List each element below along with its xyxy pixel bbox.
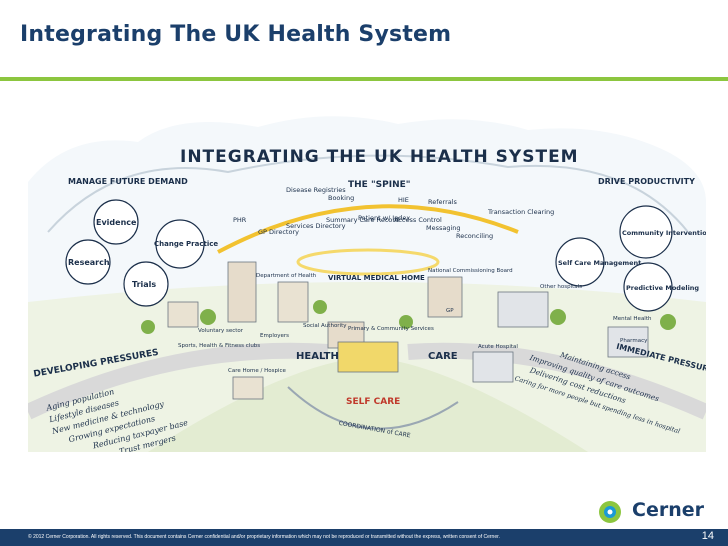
spine-item: Summary Care Record (326, 216, 399, 224)
self-care-label: SELF CARE (346, 397, 400, 407)
cerner-logo-text: Cerner (632, 499, 704, 521)
spine-item: GP Directory (258, 228, 299, 236)
spine-item: Referrals (428, 198, 458, 206)
place-label: GP (446, 308, 454, 314)
place-label: Pharmacy (620, 338, 648, 344)
bubble-research: Research (68, 258, 110, 267)
place-label: National Commissioning Board (428, 268, 513, 274)
place-label: Voluntary sector (198, 328, 244, 334)
spine-item: HIE (398, 196, 409, 204)
place-label: Other hospitals (540, 284, 582, 290)
place-label: Social Authority (303, 323, 347, 329)
bubble-trials: Trials (132, 280, 156, 289)
road-label-care: CARE (428, 351, 458, 362)
title-underline (0, 77, 728, 81)
spine-item: Reconciling (456, 232, 493, 240)
drive-productivity-title: DRIVE PRODUCTIVITY (598, 177, 695, 186)
spine-item: Disease Registries (286, 186, 346, 194)
cerner-logo: Cerner (596, 499, 706, 525)
place-label: Mental Health (613, 316, 652, 322)
spine-label: THE "SPINE" (348, 180, 410, 190)
bubble-predictive-modeling: Predictive Modeling (626, 284, 699, 292)
page-number: 14 (701, 530, 714, 542)
illustration-heading: INTEGRATING THE UK HEALTH SYSTEM (180, 147, 579, 167)
integration-illustration: INTEGRATING THE UK HEALTH SYSTEM THE "SP… (28, 112, 706, 452)
place-label: Employers (260, 333, 289, 339)
road-label-health: HEALTH (296, 351, 339, 362)
page-title: Integrating The UK Health System (20, 22, 452, 47)
bubble-change-practice: Change Practice (154, 240, 218, 248)
spine-item: Transaction Clearing (487, 208, 554, 216)
footer-bar (0, 529, 728, 546)
spine-item: Services Directory (286, 222, 346, 230)
place-label: Department of Health (256, 273, 317, 279)
bubble-self-care-management: Self Care Management (558, 259, 641, 267)
cerner-logo-icon (599, 501, 621, 523)
place-label: Care Home / Hospice (228, 368, 286, 374)
manage-demand-title: MANAGE FUTURE DEMAND (68, 177, 188, 186)
spine-item: PHR (233, 216, 247, 224)
spine-item: Booking (328, 194, 354, 202)
bubble-community-intervention: Community Intervention (622, 229, 706, 237)
place-label: Primary & Community Services (348, 326, 434, 332)
virtual-medical-home: VIRTUAL MEDICAL HOME (328, 274, 425, 282)
bubble-evidence: Evidence (96, 218, 137, 227)
place-label: Sports, Health & Fitness clubs (178, 343, 260, 349)
spine-item: Access Control (394, 216, 442, 224)
spine-item: Patient w/ Index (358, 214, 410, 222)
place-label: Acute Hospital (478, 344, 518, 350)
footer-copyright: © 2012 Cerner Corporation. All rights re… (28, 534, 500, 540)
spine-item: Messaging (426, 224, 461, 232)
